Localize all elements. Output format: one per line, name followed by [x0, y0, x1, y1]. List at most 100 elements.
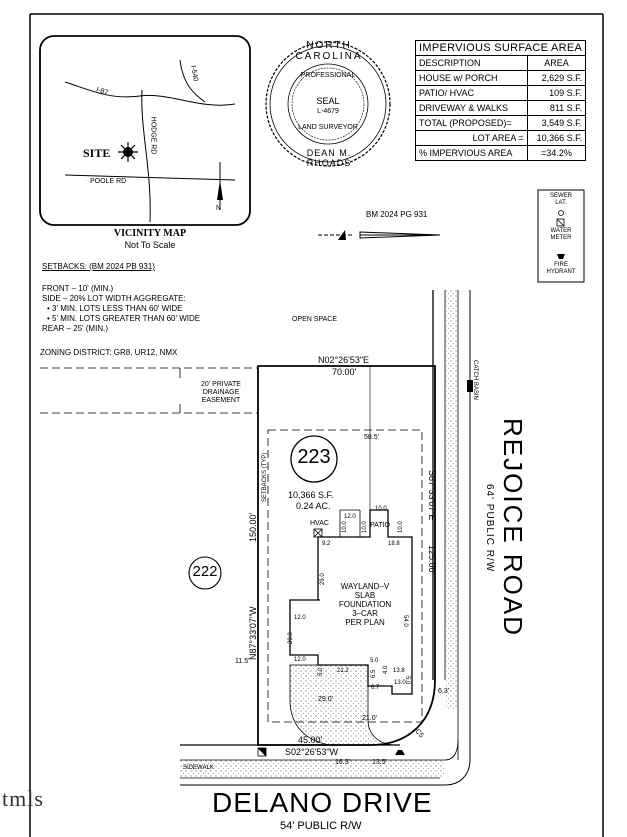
utility-legend-box: [537, 189, 585, 283]
vicinity-map-title: VICINITY MAP: [113, 228, 187, 239]
bottom-bearing: S02°26'53"W: [285, 747, 339, 757]
house-label-line: FOUNDATION: [338, 600, 392, 609]
rejoice-sidewalk: [446, 290, 458, 710]
legend-water: WATER METER: [538, 228, 584, 242]
dim-label: 18.8: [388, 541, 400, 547]
adjacent-lot-number: 222: [192, 563, 218, 580]
watermark-logo: tmls: [2, 786, 44, 811]
left-bearing: N87°33'07"W: [248, 606, 258, 660]
setbacks-typ: SETBACKS (TYP): [262, 452, 268, 502]
dim-label: 29.0: [320, 573, 326, 585]
table-cell: 10,366 S.F.: [526, 130, 587, 146]
table-cell: TOTAL (PROPOSED)=: [415, 115, 528, 131]
delano-rw-label: 54' PUBLIC R/W: [280, 820, 362, 832]
table-cell: PATIO/ HVAC: [415, 85, 528, 101]
site-marker-icon: [118, 142, 138, 162]
list-item: • 5' MIN. LOTS GREATER THAN 60' WIDE: [47, 314, 201, 323]
setbacks-list: FRONT – 10' (MIN.) SIDE – 20% LOT WIDTH …: [42, 284, 200, 334]
house-label-line: WAYLAND–V: [340, 582, 390, 591]
hvac-icon: [313, 528, 323, 538]
list-item: SIDE – 20% LOT WIDTH AGGREGATE:: [42, 294, 186, 303]
dim-label: 12.0: [344, 514, 356, 520]
legend-sewer: SEWER LAT.: [538, 193, 584, 207]
vicinity-map-frame: [39, 35, 251, 226]
fire-hydrant-icon: [395, 750, 405, 755]
lot-area-sf: 10,366 S.F.: [288, 490, 334, 500]
table-cell: 811 S.F.: [526, 100, 587, 116]
svg-text:N: N: [216, 205, 221, 212]
table-cell: 2,629 S.F.: [526, 70, 587, 86]
table-cell: HOUSE w/ PORCH: [415, 70, 528, 86]
dim-label: 5.0: [404, 676, 410, 685]
delano-sidewalk: [180, 760, 445, 778]
house-label: WAYLAND–V SLAB FOUNDATION 3–CAR PER PLAN: [330, 582, 400, 627]
right-bearing: S87°33'07"E: [427, 470, 437, 521]
house-footprint: [289, 509, 413, 695]
dim-label: 10.0: [362, 521, 368, 533]
road-label-hodge: HODGE RD: [149, 116, 157, 155]
legend-hydrant-label: HYDRANT: [546, 269, 576, 275]
dim-label: 10.0: [375, 506, 387, 512]
dim-label: 5.0: [370, 658, 379, 664]
house-label-line: SLAB: [354, 591, 376, 600]
legend-lat-label: LAT.: [555, 200, 567, 206]
dim-label: 13.8: [393, 668, 405, 674]
dim-label: 12.0: [294, 615, 306, 621]
dim-label: 16.3': [335, 759, 350, 766]
seal-professional: PROFESSIONAL: [300, 72, 356, 79]
legend-fire-label: FIRE: [554, 262, 568, 268]
table-cell: LOT AREA =: [415, 130, 528, 146]
list-item: REAR – 25' (MIN.): [42, 324, 108, 333]
patio-label: PATIO: [370, 522, 390, 529]
legend-water-label: WATER: [550, 228, 572, 234]
vicinity-north-arrow-icon: N: [216, 162, 223, 212]
dim-label: 11.5': [235, 658, 250, 665]
impervious-header-area: AREA: [526, 55, 587, 71]
dim-label: 20.0: [288, 632, 294, 644]
dim-label: 21.0': [362, 715, 377, 722]
dim-label: 54.0: [402, 615, 408, 627]
vicinity-map-subtitle: Not To Scale: [124, 240, 176, 250]
lot-area-ac: 0.24 AC.: [296, 501, 331, 511]
legend-sewer-label: SEWER: [549, 193, 572, 199]
easement-line-1: 20' PRIVATE: [201, 381, 241, 388]
table-cell: 3,549 S.F.: [526, 115, 587, 131]
setback-line: [267, 429, 423, 723]
seal-word: SEAL: [316, 96, 340, 106]
surveyor-seal: [265, 41, 391, 167]
impervious-title: IMPERVIOUS SURFACE AREA: [414, 40, 587, 56]
driveway: [289, 664, 396, 746]
legend-hydrant: FIRE HYDRANT: [538, 262, 584, 276]
seal-state: NORTH CAROLINA: [295, 40, 363, 62]
dim-label: 5.0: [318, 667, 324, 676]
bottom-distance: 45.00': [298, 735, 323, 745]
impervious-header-desc: DESCRIPTION: [415, 55, 528, 71]
catch-basin-icon: [467, 380, 473, 392]
table-cell: DRIVEWAY & WALKS: [415, 100, 528, 116]
right-distance: 125.00': [427, 545, 437, 575]
easement-line-3: EASEMENT: [201, 397, 241, 404]
dim-label: 4.0: [383, 665, 389, 674]
table-cell: 109 S.F.: [526, 85, 587, 101]
dim-label: 6.3': [438, 688, 450, 695]
table-cell: % IMPERVIOUS AREA: [415, 145, 528, 161]
setbacks-title: SETBACKS: (BM 2024 PB 931): [42, 262, 155, 271]
dim-label: 9.2: [322, 541, 331, 547]
legend-meter-label: METER: [550, 235, 572, 241]
open-space-label: OPEN SPACE: [292, 316, 337, 323]
road-label-poole: POOLE RD: [90, 178, 127, 185]
dim-label: 6.7: [371, 685, 380, 691]
top-bearing: N02°26'53"E: [318, 355, 370, 365]
top-distance: 70.00': [332, 367, 357, 377]
dim-58-5: 58.5': [364, 434, 379, 441]
dim-label: 13.0: [394, 680, 406, 686]
dim-label: 29.0': [318, 696, 333, 703]
delano-drive-label: DELANO DRIVE: [212, 787, 433, 818]
dim-label: 10.0: [398, 521, 404, 533]
site-label: SITE: [83, 146, 111, 160]
zoning-district: ZONING DISTRICT: GR8, UR12, NMX: [40, 348, 178, 357]
easement-line-2: DRAINAGE: [202, 389, 240, 396]
seal-land-surveyor: LAND SURVEYOR: [298, 124, 358, 131]
